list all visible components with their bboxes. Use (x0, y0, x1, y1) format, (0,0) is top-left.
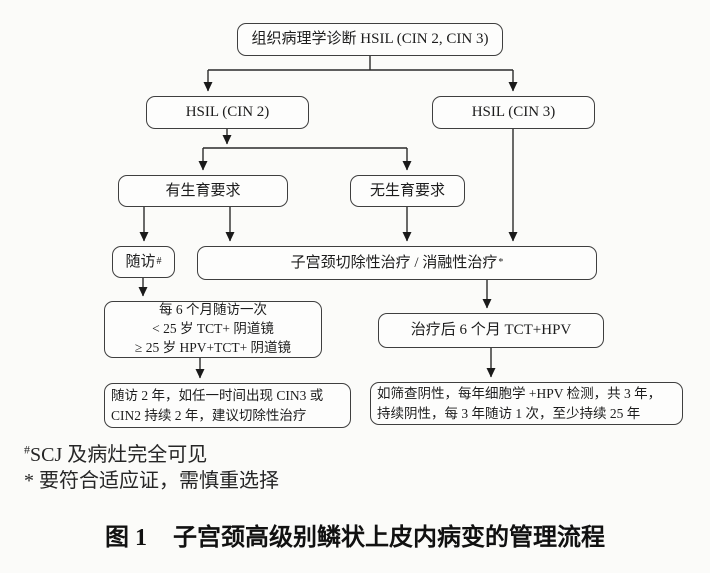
node-hsil-cin3: HSIL (CIN 3) (432, 96, 595, 129)
node-followup-result-line1: 随访 2 年，如任一时间出现 CIN3 或 (111, 387, 324, 403)
node-followup-result: 随访 2 年，如任一时间出现 CIN3 或 CIN2 持续 2 年，建议切除性治… (104, 383, 351, 428)
node-followup-plan: 每 6 个月随访一次 < 25 岁 TCT+ 阴道镜 ≥ 25 岁 HPV+TC… (104, 301, 322, 358)
node-followup-plan-line3: ≥ 25 岁 HPV+TCT+ 阴道镜 (134, 339, 292, 355)
footnote-scj-text: SCJ 及病灶完全可见 (30, 444, 208, 466)
node-fertility-no-label: 无生育要求 (369, 182, 445, 199)
node-fertility-yes: 有生育要求 (118, 175, 288, 207)
node-treatment: 子宫颈切除性治疗 / 消融性治疗* (197, 246, 597, 280)
node-screening-negative: 如筛查阴性，每年细胞学 +HPV 检测，共 3 年， 持续阴性，每 3 年随访 … (370, 382, 683, 425)
footnote-indication: * 要符合适应证，需慎重选择 (24, 464, 279, 493)
node-post-treatment-label: 治疗后 6 个月 TCT+HPV (410, 322, 572, 339)
footnote-scj: #SCJ 及病灶完全可见 (24, 438, 207, 467)
footnote-indication-text: 要符合适应证，需慎重选择 (34, 470, 279, 492)
node-post-treatment: 治疗后 6 个月 TCT+HPV (378, 313, 604, 348)
node-followup-result-line2: CIN2 持续 2 年，建议切除性治疗 (111, 407, 307, 423)
node-screening-negative-line1: 如筛查阴性，每年细胞学 +HPV 检测，共 3 年， (377, 385, 662, 401)
node-fertility-no: 无生育要求 (350, 175, 465, 207)
node-diagnosis-label: 组织病理学诊断 HSIL (CIN 2, CIN 3) (251, 31, 489, 48)
node-followup: 随访# (112, 246, 175, 278)
footnote-scj-marker: # (24, 442, 30, 457)
figure-caption: 图 1 子宫颈高级别鳞状上皮内病变的管理流程 (0, 517, 710, 552)
figure-caption-number: 图 1 (105, 525, 147, 551)
node-screening-negative-line2: 持续阴性，每 3 年随访 1 次，至少持续 25 年 (377, 405, 641, 421)
node-fertility-yes-label: 有生育要求 (165, 182, 241, 199)
footnote-indication-marker: * (24, 470, 34, 492)
node-followup-plan-line1: 每 6 个月随访一次 (159, 302, 267, 318)
node-hsil-cin2: HSIL (CIN 2) (146, 96, 309, 129)
node-treatment-label: 子宫颈切除性治疗 / 消融性治疗 (290, 254, 498, 271)
node-followup-label: 随访 (125, 253, 156, 270)
figure-caption-title: 子宫颈高级别鳞状上皮内病变的管理流程 (173, 525, 605, 551)
node-hsil-cin3-label: HSIL (CIN 3) (471, 104, 556, 121)
node-hsil-cin2-label: HSIL (CIN 2) (185, 104, 270, 121)
node-diagnosis: 组织病理学诊断 HSIL (CIN 2, CIN 3) (237, 23, 503, 56)
node-followup-plan-line2: < 25 岁 TCT+ 阴道镜 (152, 321, 274, 337)
